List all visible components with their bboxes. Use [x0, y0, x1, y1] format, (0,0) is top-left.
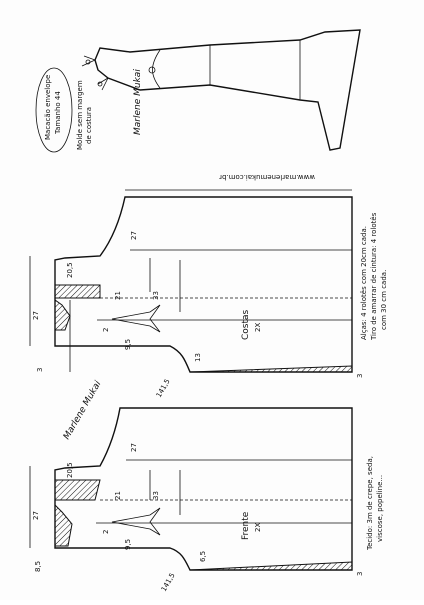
website: www.marlenemukai.com.br [219, 173, 315, 181]
back-dim-waist: 21 [114, 291, 122, 300]
back-dim-length: 141,5 [155, 378, 172, 399]
svg-text:3: 3 [36, 368, 44, 372]
front-piece: Frente 2X 27 20,5 21 33 27 2 9,5 6,5 8,5 [29, 407, 364, 593]
svg-text:9,5: 9,5 [124, 539, 132, 550]
back-qty: 2X [254, 323, 262, 332]
svg-text:27: 27 [32, 511, 40, 520]
svg-text:21: 21 [114, 291, 122, 300]
back-dim-left-d: 3 [36, 368, 44, 372]
front-dim-length: 141,5 [160, 572, 177, 593]
svg-text:27: 27 [130, 231, 138, 240]
front-dim-side: 3 [356, 572, 364, 576]
front-dim-left-a: 27 [32, 511, 40, 520]
note-line-2: de costura [85, 107, 93, 144]
back-dim-hip: 33 [152, 291, 160, 300]
front-dim-top-width: 20,5 [66, 462, 74, 478]
title-line-1: Macacão envelope [44, 75, 52, 140]
svg-text:141,5: 141,5 [160, 572, 177, 593]
svg-text:27: 27 [32, 311, 40, 320]
svg-text:141,5: 141,5 [155, 378, 172, 399]
fabric-line-1: Tecido: 3m de crepe, seda, [366, 456, 374, 551]
svg-text:27: 27 [130, 443, 138, 452]
front-dim-upper-right: 27 [130, 443, 138, 452]
svg-text:33: 33 [152, 291, 160, 300]
signature-top: Marlene Mukai [133, 69, 143, 135]
svg-text:2: 2 [102, 328, 110, 332]
back-dim-side: 3 [356, 374, 364, 378]
back-dim-left-a: 27 [32, 311, 40, 320]
note-line-1: Molde sem margem [76, 80, 84, 150]
svg-text:3: 3 [356, 572, 364, 576]
front-name: Frente [241, 511, 251, 540]
jumpsuit-sketch [81, 29, 361, 151]
back-label: Costas 2X [241, 309, 262, 340]
front-dim-crotch: 6,5 [199, 551, 207, 562]
front-dim-left-d: 8,5 [34, 561, 42, 572]
svg-text:2: 2 [102, 530, 110, 534]
front-dim-waist: 21 [114, 491, 122, 500]
fabric-note: Tecido: 3m de crepe, seda, viscose, pope… [366, 456, 384, 551]
straps-line-3: com 30 cm cada. [380, 270, 388, 330]
title-line-2: Tamanho 44 [54, 91, 62, 135]
straps-line-2: Tiro de amarrar de cintura: 4 rolotês [370, 212, 378, 341]
back-dim-crotch: 13 [194, 353, 202, 362]
front-dim-dart-b: 9,5 [124, 539, 132, 550]
title-block: Macacão envelope Tamanho 44 [35, 67, 73, 153]
straps-note: Alças: 4 rolotês com 20cm cada. Tiro de … [360, 212, 388, 341]
signature-text: Marlene Mukai [133, 69, 143, 135]
front-qty: 2X [254, 523, 262, 532]
back-dim-dart-b: 9,5 [124, 339, 132, 350]
front-dim-dart-a: 2 [102, 530, 110, 534]
svg-text:9,5: 9,5 [124, 339, 132, 350]
svg-text:Marlene Mukai: Marlene Mukai [62, 379, 104, 441]
back-dim-top-width: 20,5 [66, 262, 74, 278]
svg-text:6,5: 6,5 [199, 551, 207, 562]
seam-note: Molde sem margem de costura [76, 80, 93, 150]
svg-text:3: 3 [356, 374, 364, 378]
svg-text:13: 13 [194, 353, 202, 362]
back-piece: Costas 2X 27 20,5 21 33 27 2 9,5 13 3 [29, 189, 364, 399]
back-dim-dart-a: 2 [102, 328, 110, 332]
svg-text:20,5: 20,5 [66, 462, 74, 478]
signature-mid: Marlene Mukai [62, 379, 104, 441]
svg-text:8,5: 8,5 [34, 561, 42, 572]
back-name: Costas [241, 309, 251, 340]
svg-text:21: 21 [114, 491, 122, 500]
svg-text:33: 33 [152, 491, 160, 500]
website-text: www.marlenemukai.com.br [219, 173, 315, 181]
straps-line-1: Alças: 4 rolotês com 20cm cada. [360, 226, 368, 340]
front-label: Frente 2X [241, 511, 262, 540]
front-dim-hip: 33 [152, 491, 160, 500]
back-dim-upper-right: 27 [130, 231, 138, 240]
fabric-line-2: viscose, popeline... [376, 475, 384, 542]
svg-text:20,5: 20,5 [66, 262, 74, 278]
